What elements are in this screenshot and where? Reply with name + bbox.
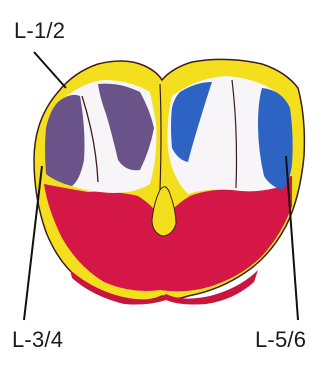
leader-line-l34 <box>24 166 42 320</box>
label-l1-2: L-1/2 <box>14 20 65 42</box>
label-l5-6: L-5/6 <box>255 329 306 351</box>
label-l3-4: L-3/4 <box>12 329 63 351</box>
leader-line-l12 <box>34 52 66 88</box>
